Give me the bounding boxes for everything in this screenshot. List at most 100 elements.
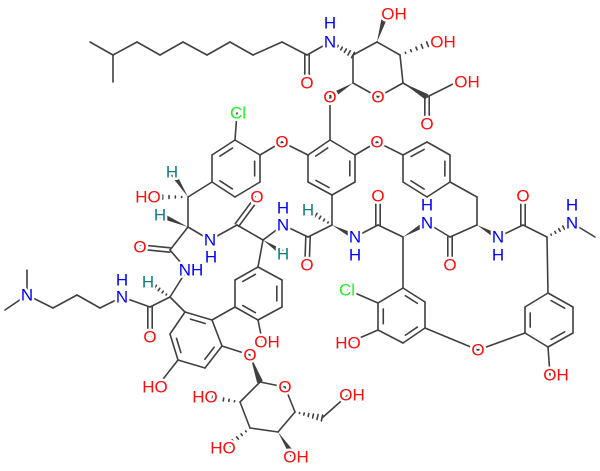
atom-label-cl: Cl <box>230 104 246 123</box>
atom-label-h: H <box>166 163 178 182</box>
atom-label-o: O <box>443 256 456 275</box>
hashed-bond <box>157 287 161 292</box>
atom-label-n: N <box>324 33 336 52</box>
hashed-bond <box>307 412 310 418</box>
aromatic-inner-bond <box>410 180 425 190</box>
wedge-bond <box>377 15 388 42</box>
single-bond <box>547 346 551 376</box>
wedge-bond <box>403 220 429 237</box>
double-bond <box>304 236 307 266</box>
hashed-bond <box>309 209 315 216</box>
ring-bond <box>307 181 333 196</box>
single-bond <box>259 141 283 156</box>
hashed-bond <box>145 278 151 286</box>
double-bond <box>234 195 257 225</box>
atom-label-h: H <box>421 196 433 215</box>
ring-bond <box>547 332 574 348</box>
atom-label-o: O <box>133 238 146 257</box>
atom-label-ho: HO <box>210 439 236 458</box>
single-bond <box>234 112 238 141</box>
single-bond <box>159 359 179 384</box>
hashed-bond <box>311 413 315 419</box>
hashed-bond <box>149 281 154 288</box>
single-bond <box>449 224 478 238</box>
atom-label-oh: OH <box>454 73 480 92</box>
single-bond <box>259 381 286 388</box>
single-bond <box>399 54 404 84</box>
single-bond <box>169 269 188 298</box>
single-bond <box>209 224 238 241</box>
atom-label-n: N <box>277 216 289 235</box>
atom-label-n: N <box>566 214 578 233</box>
single-bond <box>522 224 548 238</box>
ring-bond <box>524 292 549 308</box>
hashed-bond <box>326 221 330 224</box>
single-bond <box>282 224 309 238</box>
ring-bond <box>177 359 206 369</box>
ring-bond <box>402 141 428 156</box>
hashed-bond <box>420 43 424 49</box>
hashed-bond <box>561 225 566 231</box>
atom-label-h: H <box>349 246 361 265</box>
single-bond <box>52 294 78 309</box>
ring-bond <box>547 292 574 308</box>
hashed-bond <box>216 395 220 402</box>
atom-label-ho: HO <box>335 334 361 353</box>
single-bond <box>376 141 404 156</box>
single-bond <box>376 41 401 56</box>
hashed-bond <box>347 49 352 56</box>
single-bond <box>354 141 378 156</box>
hashed-bond <box>205 393 209 401</box>
single-bond <box>136 41 161 56</box>
hashed-bond <box>318 215 322 220</box>
aromatic-inner-bond <box>219 147 234 158</box>
ring-bond <box>234 181 261 198</box>
hashed-bond <box>554 230 557 235</box>
atom-label-h: H <box>324 14 336 33</box>
atom-label-n: N <box>116 288 128 307</box>
single-bond <box>257 239 264 268</box>
atom-label-o: O <box>371 187 384 206</box>
hashed-bond <box>409 48 413 53</box>
ring-bond <box>234 139 261 156</box>
hashed-bond <box>415 46 418 51</box>
hashed-bond <box>244 430 247 433</box>
atom-label-n: N <box>421 214 433 233</box>
ring-bond <box>211 139 236 156</box>
single-bond <box>4 294 28 311</box>
hashed-bond <box>569 219 575 227</box>
single-bond <box>252 41 283 56</box>
single-bond <box>426 81 458 98</box>
single-bond <box>281 41 308 56</box>
atom-label-o: O <box>420 115 433 134</box>
hashed-bond <box>316 413 319 421</box>
aromatic-inner-bond <box>404 294 419 305</box>
atom-label-ho: HO <box>135 188 161 207</box>
hashed-bond <box>565 222 570 229</box>
double-bond <box>139 244 172 249</box>
single-bond <box>277 411 296 433</box>
aromatic-inner-bond <box>315 179 330 189</box>
single-bond <box>281 141 309 156</box>
ring-bond <box>402 181 428 198</box>
ring-bond <box>331 181 356 196</box>
single-bond <box>477 332 526 351</box>
ring-bond <box>234 266 259 281</box>
aromatic-inner-bond <box>550 330 566 341</box>
atom-label-h: H <box>142 273 154 292</box>
atom-label-oh: OH <box>381 5 407 24</box>
wedge-bond <box>328 83 353 100</box>
atom-label-h: H <box>566 196 578 215</box>
single-bond <box>352 82 379 98</box>
single-bond <box>497 224 524 238</box>
atom-label-o: O <box>300 256 313 275</box>
bond-layer <box>4 15 596 457</box>
double-bond <box>138 248 171 253</box>
single-bond <box>229 41 254 56</box>
hashed-bond <box>431 38 435 46</box>
single-bond <box>426 222 451 238</box>
hashed-bond <box>425 41 430 48</box>
hashed-bond <box>322 218 326 222</box>
atom-label-o: O <box>323 88 336 107</box>
